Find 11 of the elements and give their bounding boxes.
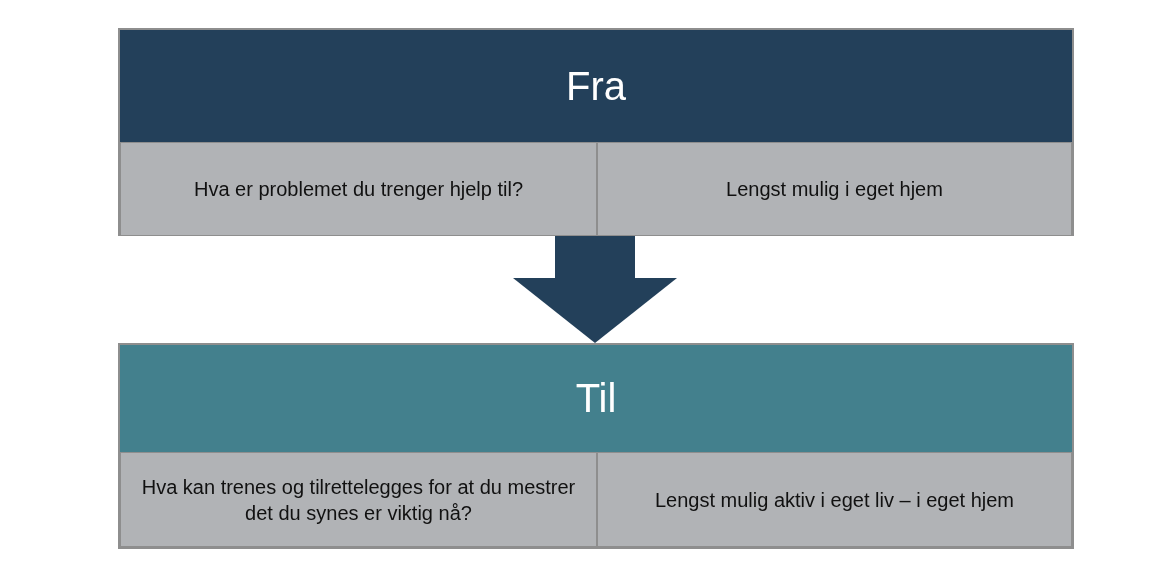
table-cell	[120, 452, 597, 547]
cell-text: Hva kan trenes og tilrettelegges for at du mestrer det du synes er viktig nå?	[140, 474, 577, 526]
table-panel	[118, 28, 1074, 236]
cell-text: Lengst mulig i eget hjem	[725, 177, 944, 202]
cell-text: Hva er problemet du trenger hjelp til?	[192, 177, 525, 202]
table-panel	[118, 343, 1074, 549]
table-cell	[120, 142, 597, 236]
table-cell	[597, 142, 1072, 236]
block-arrow	[513, 236, 677, 343]
table-cell	[597, 452, 1072, 547]
cell-text: Lengst mulig aktiv i eget liv – i eget hjem	[653, 487, 1016, 513]
